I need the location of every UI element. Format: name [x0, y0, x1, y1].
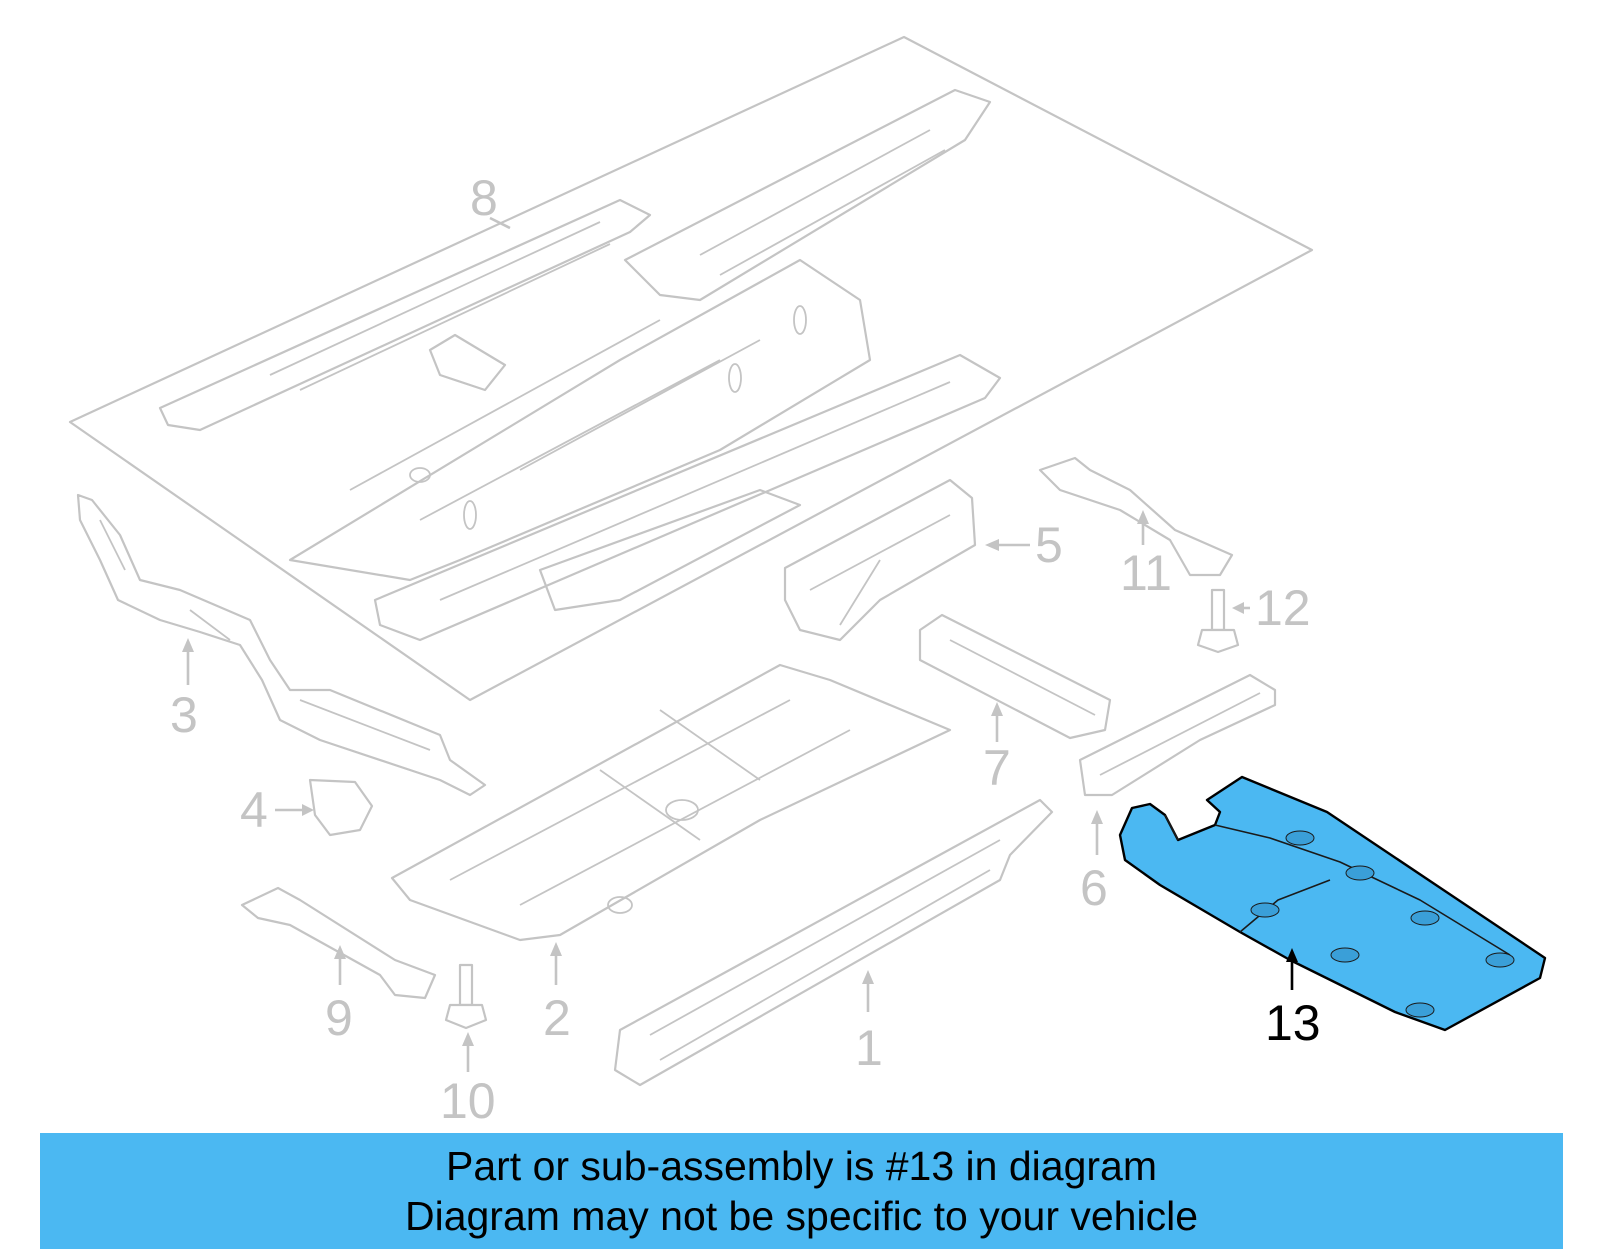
part-13-under-cover[interactable]: 13: [1118, 775, 1547, 1051]
callout-2: 2: [543, 990, 571, 1046]
callout-1: 1: [855, 1020, 883, 1076]
part-7-crossmember[interactable]: 7: [918, 613, 1112, 796]
callout-10: 10: [440, 1073, 496, 1129]
banner-line-1: Part or sub-assembly is #13 in diagram: [446, 1143, 1157, 1189]
callout-7: 7: [983, 740, 1011, 796]
info-banner: Part or sub-assembly is #13 in diagram D…: [40, 1133, 1563, 1249]
callout-9: 9: [325, 990, 353, 1046]
part-10-bolt[interactable]: 10: [440, 963, 496, 1129]
part-3-crossmember[interactable]: 3: [76, 493, 487, 797]
part-11-brace[interactable]: 11: [1038, 456, 1234, 601]
part-2-floor-pan[interactable]: 2: [390, 663, 952, 1046]
part-5-reinforcement[interactable]: 5: [783, 478, 1063, 642]
part-9-brace[interactable]: 9: [240, 886, 437, 1046]
part-6-member[interactable]: 6: [1078, 673, 1277, 916]
callout-8: 8: [470, 170, 498, 226]
part-1-side-sill[interactable]: 1: [613, 798, 1054, 1087]
callout-12: 12: [1255, 580, 1311, 636]
banner-line-2: Diagram may not be specific to your vehi…: [404, 1193, 1198, 1239]
callout-5: 5: [1035, 517, 1063, 573]
part-12-bolt[interactable]: 12: [1196, 580, 1311, 654]
callout-6: 6: [1080, 860, 1108, 916]
callout-3: 3: [170, 687, 198, 743]
callout-4: 4: [240, 782, 268, 838]
part-8-floor-assembly[interactable]: 8: [68, 35, 1314, 702]
part-4-bracket[interactable]: 4: [240, 778, 374, 838]
callout-13: 13: [1265, 995, 1321, 1051]
callout-11: 11: [1120, 545, 1172, 601]
